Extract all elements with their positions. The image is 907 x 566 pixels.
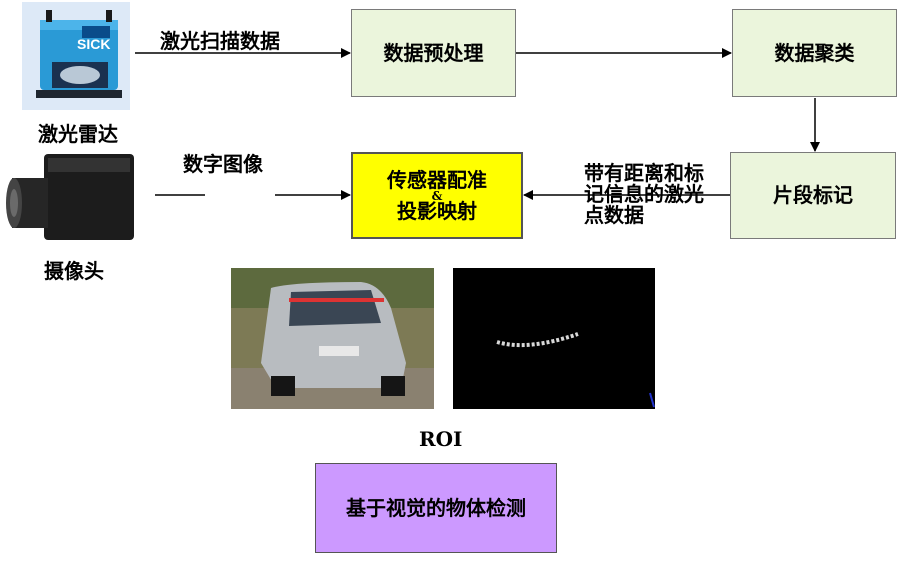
data-preprocessing-box: 数据预处理 <box>351 9 516 97</box>
roi-laser-points-image <box>453 268 655 409</box>
calibration-ampersand: & <box>431 188 443 203</box>
lidar-label: 激光雷达 <box>38 122 118 146</box>
car-photo <box>231 268 434 409</box>
sensor-calibration-box: 传感器配准 & 投影映射 <box>351 152 523 239</box>
calibration-line-1: 传感器配准 <box>387 167 487 192</box>
roi-label: ROI <box>419 427 463 451</box>
camera-label: 摄像头 <box>44 259 104 283</box>
calibration-line-2: 投影映射 <box>397 198 477 223</box>
laser-scan-data-label: 激光扫描数据 <box>160 29 280 53</box>
lidar-brand: SICK <box>77 36 111 52</box>
marked-laser-points-label: 带有距离和标记信息的激光点数据 <box>584 161 704 227</box>
segment-marking-box: 片段标记 <box>730 152 896 239</box>
vision-object-detection-box: 基于视觉的物体检测 <box>315 463 557 553</box>
data-clustering-box: 数据聚类 <box>732 9 897 97</box>
lidar-sensor-icon <box>22 2 130 110</box>
camera-icon <box>6 154 134 240</box>
digital-image-label: 数字图像 <box>183 152 263 176</box>
